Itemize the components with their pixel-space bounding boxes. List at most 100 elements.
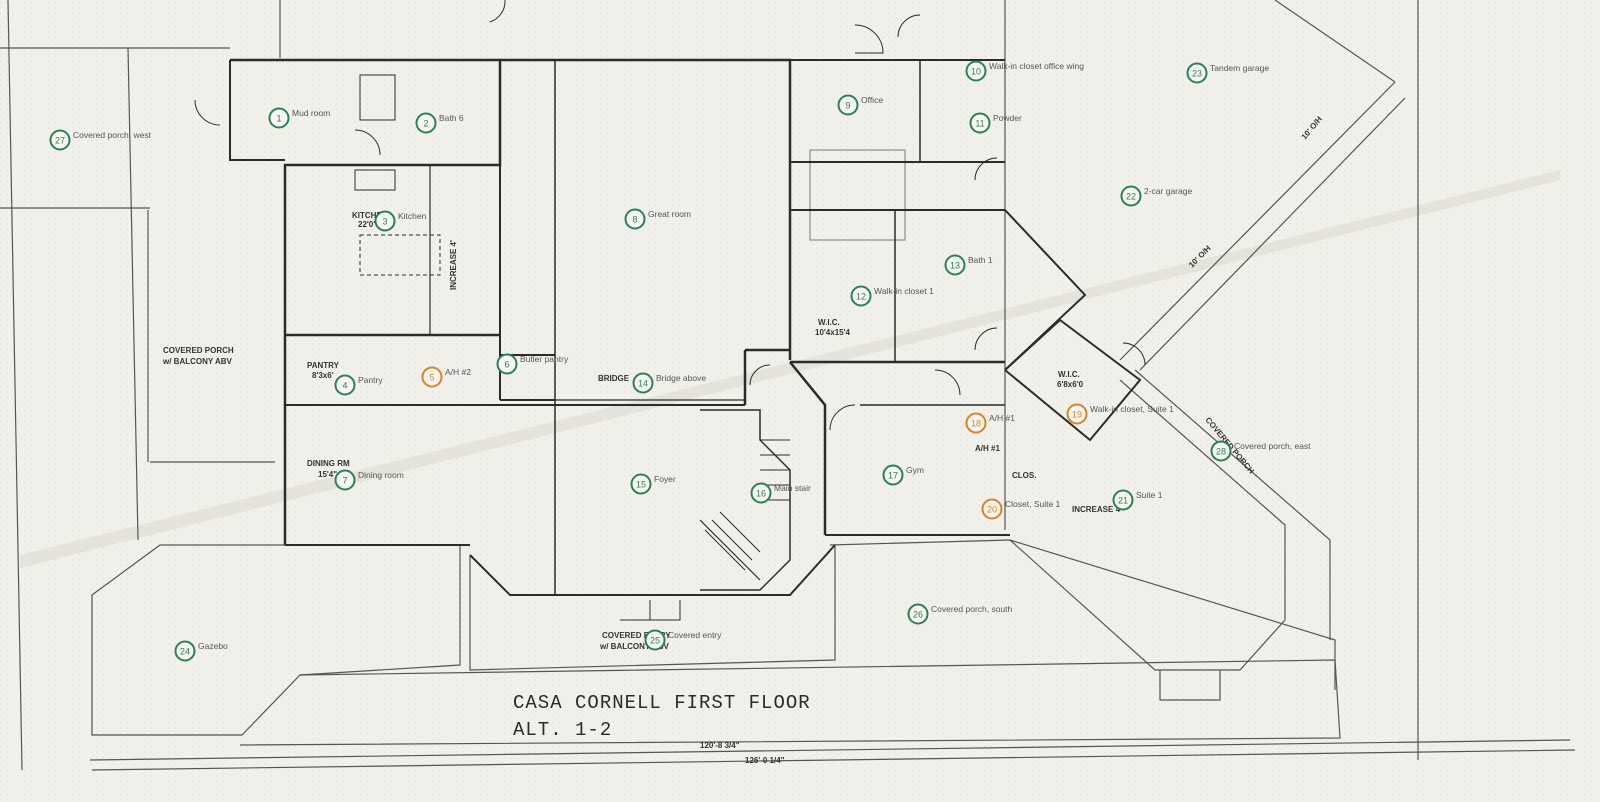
marker-label: Covered porch, south	[931, 604, 1013, 614]
marker-number: 11	[975, 119, 984, 129]
building-walls	[194, 0, 1146, 621]
plan-label: CLOS.	[1012, 471, 1036, 480]
room-marker-18[interactable]: 18A/H #1	[965, 412, 1016, 434]
marker-number: 4	[342, 381, 347, 391]
marker-label: Bridge above	[656, 373, 706, 383]
marker-circle[interactable]	[1210, 440, 1232, 462]
marker-label: Foyer	[654, 474, 676, 484]
marker-circle[interactable]	[624, 208, 646, 230]
marker-circle[interactable]	[632, 372, 654, 394]
marker-label: Covered porch, east	[1234, 441, 1311, 451]
marker-circle[interactable]	[965, 60, 987, 82]
marker-circle[interactable]	[49, 129, 71, 151]
room-marker-12[interactable]: 12 Walk-in closet 1	[850, 285, 934, 307]
plan-label: 22'0"	[358, 220, 377, 229]
marker-circle[interactable]	[907, 603, 929, 625]
marker-circle[interactable]	[334, 469, 356, 491]
marker-number: 9	[845, 101, 850, 111]
marker-circle[interactable]	[421, 366, 443, 388]
room-marker-22[interactable]: 222-car garage	[1120, 185, 1193, 207]
marker-label: Mud room	[292, 108, 330, 118]
marker-circle[interactable]	[174, 640, 196, 662]
marker-label: Walk-in closet office wing	[989, 61, 1084, 71]
marker-label: Walk-in closet, Suite 1	[1090, 404, 1174, 414]
marker-label: Bath 6	[439, 113, 464, 123]
plan-title: CASA CORNELL FIRST FLOOR	[513, 692, 811, 714]
marker-label: Kitchen	[398, 211, 427, 221]
marker-label: Covered porch, west	[73, 130, 152, 140]
marker-number: 26	[913, 610, 923, 620]
marker-circle[interactable]	[981, 498, 1003, 520]
plan-label: COVERED PORCH	[163, 346, 234, 355]
marker-circle[interactable]	[630, 473, 652, 495]
room-marker-2[interactable]: 2 Bath 6	[415, 112, 464, 134]
marker-label: Main stair	[774, 483, 811, 493]
marker-circle[interactable]	[944, 254, 966, 276]
marker-label: Powder	[993, 113, 1022, 123]
marker-circle[interactable]	[1186, 62, 1208, 84]
site-lines	[0, 0, 1576, 771]
marker-number: 2	[423, 119, 428, 129]
marker-number: 12	[856, 292, 866, 302]
marker-label: Closet, Suite 1	[1005, 499, 1061, 509]
plan-label: DINING RM	[307, 459, 350, 468]
plan-label: 8'3x6'	[312, 371, 334, 380]
marker-circle[interactable]	[1066, 403, 1088, 425]
room-marker-5[interactable]: 5A/H #2	[421, 366, 472, 388]
room-marker-10[interactable]: 10 Walk-in closet office wing	[965, 60, 1085, 82]
marker-number: 14	[638, 379, 648, 389]
room-marker-14[interactable]: 14 Bridge above	[632, 372, 707, 394]
marker-label: Dining room	[358, 470, 404, 480]
marker-circle[interactable]	[1112, 489, 1134, 511]
marker-circle[interactable]	[374, 210, 396, 232]
marker-label: Walk-in closet 1	[874, 286, 934, 296]
title-block: CASA CORNELL FIRST FLOOR ALT. 1-2	[513, 692, 811, 741]
marker-label: A/H #2	[445, 367, 471, 377]
room-marker-3[interactable]: 3 Kitchen	[374, 210, 427, 232]
marker-circle[interactable]	[969, 112, 991, 134]
marker-number: 3	[382, 217, 387, 227]
room-marker-26[interactable]: 26 Covered porch, south	[907, 603, 1013, 625]
plan-label: PANTRY	[307, 361, 340, 370]
plan-subtitle: ALT. 1-2	[513, 719, 612, 741]
porch-outlines	[91, 81, 1406, 746]
marker-circle[interactable]	[1120, 185, 1142, 207]
plan-label: 120'-8 3/4"	[700, 741, 740, 750]
plan-label: INCREASE 4'	[1072, 505, 1122, 514]
marker-circle[interactable]	[965, 412, 987, 434]
marker-circle[interactable]	[882, 464, 904, 486]
marker-circle[interactable]	[268, 107, 290, 129]
marker-circle[interactable]	[644, 629, 666, 651]
marker-number: 10	[971, 67, 981, 77]
plan-label: A/H #1	[975, 444, 1000, 453]
marker-circle[interactable]	[750, 482, 772, 504]
marker-circle[interactable]	[837, 94, 859, 116]
room-marker-11[interactable]: 11 Powder	[969, 112, 1022, 134]
marker-label: Butler pantry	[520, 354, 569, 364]
marker-circle[interactable]	[415, 112, 437, 134]
marker-circle[interactable]	[496, 353, 518, 375]
marker-label: Great room	[648, 209, 691, 219]
marker-circle[interactable]	[850, 285, 872, 307]
plan-label: w/ BALCONY ABV	[162, 357, 233, 366]
marker-circle[interactable]	[334, 374, 356, 396]
